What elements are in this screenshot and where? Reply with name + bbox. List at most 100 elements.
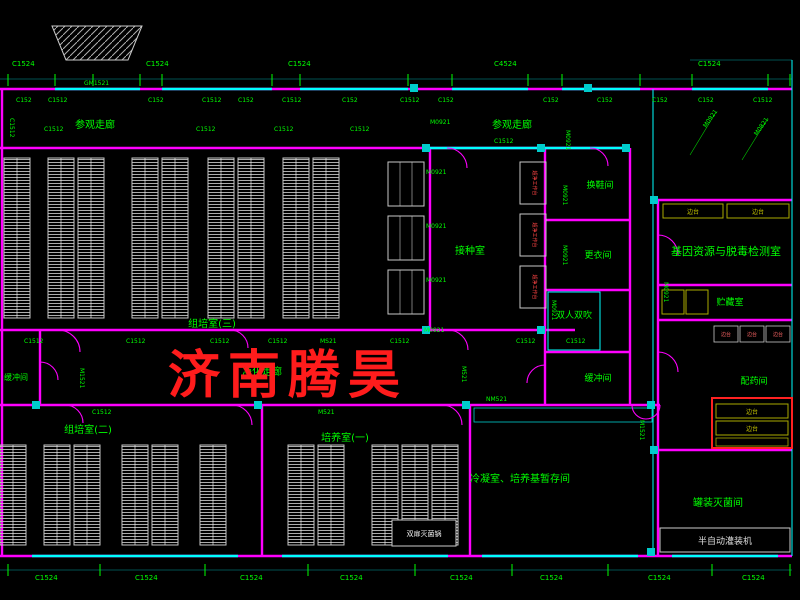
right-wing-benches: 边台 边台 边台 边台 边台 <box>661 203 791 343</box>
room-label-clean-corridor: 净化走廊 <box>242 365 282 378</box>
dim-label: M0921 <box>550 300 557 321</box>
dim-label: GM1521 <box>84 80 109 87</box>
racks-tissue-room-3 <box>3 157 340 319</box>
dim-label: C1524 <box>698 60 721 68</box>
dim-label: C1524 <box>12 60 35 68</box>
bench-label: 边台 <box>752 208 764 216</box>
dim-label: C152 <box>342 97 358 104</box>
dim-label: C1524 <box>648 574 671 582</box>
room-label-buffer-left: 缓冲间 <box>4 372 28 382</box>
dim-label: C1512 <box>210 338 230 345</box>
dim-label: C1512 <box>268 338 288 345</box>
room-label-pharmacy: 配药间 <box>740 375 767 387</box>
autoclave-label: 双扉灭菌锅 <box>407 529 442 538</box>
dim-label: C1512 <box>350 126 370 133</box>
leader-lines <box>689 111 769 161</box>
dim-label: MS21 <box>320 338 337 345</box>
dim-label: C1512 <box>390 338 410 345</box>
dim-label: M0921 <box>564 130 571 151</box>
room-label-visit-corridor-left: 参观走廊 <box>75 118 115 131</box>
dim-label: C152 <box>543 97 559 104</box>
watermark-text: 济南腾昊 <box>168 346 408 406</box>
dim-label: C1512 <box>92 409 112 416</box>
room-label-air-shower: 双人双吹 <box>556 309 592 321</box>
filler-label: 半自动灌装机 <box>698 535 752 547</box>
dim-label: C152 <box>238 97 254 104</box>
room-label-medium-store: 冷凝室、培养基暂存间 <box>470 472 570 485</box>
dim-label: C1512 <box>566 338 586 345</box>
dim-label: C1524 <box>340 574 363 582</box>
clean-bench-label: 超净工作台 <box>531 170 538 195</box>
dim-label: C1512 <box>516 338 536 345</box>
dim-label: M0921 <box>662 282 669 303</box>
dim-label: M0921 <box>702 108 720 129</box>
dim-label: C1512 <box>494 138 514 145</box>
room-label-culture1: 培养室(一) <box>321 431 369 444</box>
bench-label: 边台 <box>687 208 699 216</box>
dim-label: C1524 <box>540 574 563 582</box>
dim-label: C1512 <box>48 97 68 104</box>
filler-box <box>659 527 791 553</box>
dim-label: M1521 <box>78 368 85 389</box>
dim-label: C1524 <box>742 574 765 582</box>
dim-label: C1512 <box>202 97 222 104</box>
dim-label: NM521 <box>486 396 507 403</box>
dim-label: C152 <box>148 97 164 104</box>
dim-label: C1524 <box>35 574 58 582</box>
dimension-labels: C1524 C1524 C1524 C4524 C1524 GM1521 C15… <box>8 60 773 582</box>
dimension-ticks-bottom <box>7 564 791 576</box>
dim-label: M0921 <box>430 119 451 126</box>
room-label-dressing: 更衣间 <box>584 249 611 261</box>
bench-label: 边台 <box>747 331 757 338</box>
bench-label: 边台 <box>746 408 758 416</box>
door-arcs <box>39 147 679 426</box>
dim-label: C1512 <box>8 118 15 138</box>
dim-label: C1512 <box>196 126 216 133</box>
dim-label: C152 <box>652 97 668 104</box>
room-label-gene-lab: 基因资源与脱毒检测室 <box>671 244 781 258</box>
dimension-ticks-top <box>7 74 791 86</box>
dim-label: C1512 <box>126 338 146 345</box>
dim-label: M0921 <box>426 223 447 230</box>
room-label-inoculation: 接种室 <box>455 244 485 257</box>
dim-label: M0921 <box>426 277 447 284</box>
room-label-tissue2: 组培室(二) <box>64 423 112 436</box>
inoculation-equipment <box>387 161 547 315</box>
clean-bench-labels: 超净工作台 超净工作台 超净工作台 <box>531 170 538 299</box>
dim-label: C1524 <box>288 60 311 68</box>
clean-bench-label: 超净工作台 <box>531 222 538 247</box>
dim-label: C1512 <box>24 338 44 345</box>
entrance-stairs-hatch <box>51 25 143 61</box>
dim-label: C152 <box>16 97 32 104</box>
room-label-buffer-right: 缓冲间 <box>584 372 611 384</box>
clean-bench-label: 超净工作台 <box>531 274 538 299</box>
dim-label: M0821 <box>753 116 771 137</box>
dim-label: C1512 <box>274 126 294 133</box>
column-markers <box>32 84 658 556</box>
dim-label: C4524 <box>494 60 517 68</box>
dim-label: M521 <box>318 409 335 416</box>
dim-label: C1524 <box>240 574 263 582</box>
dim-label: C152 <box>438 97 454 104</box>
room-label-canning: 罐装灭菌间 <box>693 496 743 509</box>
room-label-storage: 贮藏室 <box>716 296 743 308</box>
dim-label: M1521 <box>638 420 645 441</box>
dim-label: C1524 <box>450 574 473 582</box>
dim-label: C1512 <box>400 97 420 104</box>
dim-label: C152 <box>597 97 613 104</box>
room-label-tissue3: 组培室(三) <box>188 317 236 330</box>
dim-label: C1524 <box>135 574 158 582</box>
dim-label: M521 <box>460 366 467 383</box>
dim-label: C152 <box>698 97 714 104</box>
dim-label: C1512 <box>753 97 773 104</box>
air-shower-box <box>547 291 601 351</box>
bench-label: 边台 <box>746 425 758 433</box>
dim-label: M0921 <box>424 327 445 334</box>
pharmacy-bench-group: 边台 边台 <box>711 397 793 449</box>
walls-cyan-thin <box>652 60 793 556</box>
bench-label: 边台 <box>721 331 731 338</box>
room-labels: 参观走廊 参观走廊 组培室(三) 接种室 换鞋间 更衣间 双人双吹 缓冲间 缓冲… <box>4 118 781 509</box>
dim-label: M0921 <box>561 245 568 266</box>
